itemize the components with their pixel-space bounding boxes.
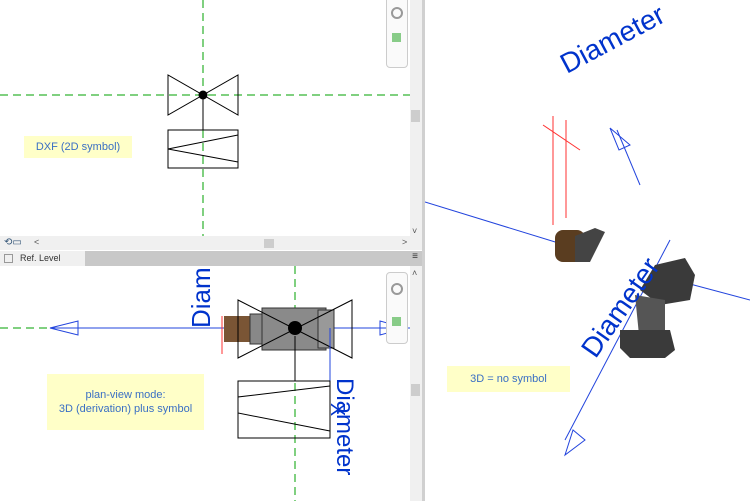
dxf-symbol-drawing	[0, 0, 410, 236]
horizontal-scrollbar[interactable]: ⟲▭ < >	[0, 236, 423, 250]
view-divider[interactable]	[422, 0, 425, 501]
scroll-right-icon[interactable]: >	[402, 237, 408, 247]
zoom-region-icon[interactable]	[392, 317, 401, 326]
plan-view-note: plan-view mode: 3D (derivation) plus sym…	[47, 374, 204, 430]
3d-note: 3D = no symbol	[447, 366, 570, 392]
view-menu-icon[interactable]: ≡	[412, 251, 418, 262]
scroll-thumb[interactable]	[411, 110, 420, 122]
view-header: Ref. Level ≡	[0, 251, 423, 266]
scroll-thumb[interactable]	[264, 239, 274, 248]
top-2d-view[interactable]: DXF (2D symbol)	[0, 0, 410, 236]
scroll-down-icon[interactable]: ˅	[412, 226, 418, 236]
view-cube-2d-icon[interactable]	[391, 283, 403, 295]
dimension-label[interactable]: Diameter	[331, 378, 358, 476]
view-tab[interactable]: Ref. Level	[0, 251, 85, 266]
bottom-vertical-scrollbar[interactable]: ˄	[410, 266, 422, 501]
scroll-left-icon[interactable]: <	[34, 237, 40, 247]
view-icon	[4, 254, 13, 263]
scroll-thumb[interactable]	[411, 384, 420, 396]
scroll-up-icon[interactable]: ˄	[412, 268, 418, 278]
axis-label-x: X	[326, 402, 349, 417]
3d-view[interactable]: Diameter Diameter 3D = no symbol	[425, 0, 750, 501]
note-line: 3D (derivation) plus symbol	[58, 403, 193, 415]
view-control-icon[interactable]: ⟲▭	[4, 237, 22, 248]
dimension-label[interactable]: Diam	[186, 267, 216, 328]
view-cube-2d-icon[interactable]	[391, 7, 403, 19]
view-title: Ref. Level	[20, 253, 61, 263]
note-line: plan-view mode:	[85, 389, 166, 401]
navigation-bar[interactable]	[386, 0, 408, 68]
navigation-bar[interactable]	[386, 272, 408, 344]
3d-drawing	[425, 116, 750, 457]
top-vertical-scrollbar[interactable]: ˅	[410, 0, 422, 236]
zoom-region-icon[interactable]	[392, 33, 401, 42]
dxf-note: DXF (2D symbol)	[24, 136, 132, 158]
plan-view[interactable]: Diam Diameter X plan-view mode: 3D (deri…	[0, 266, 410, 501]
